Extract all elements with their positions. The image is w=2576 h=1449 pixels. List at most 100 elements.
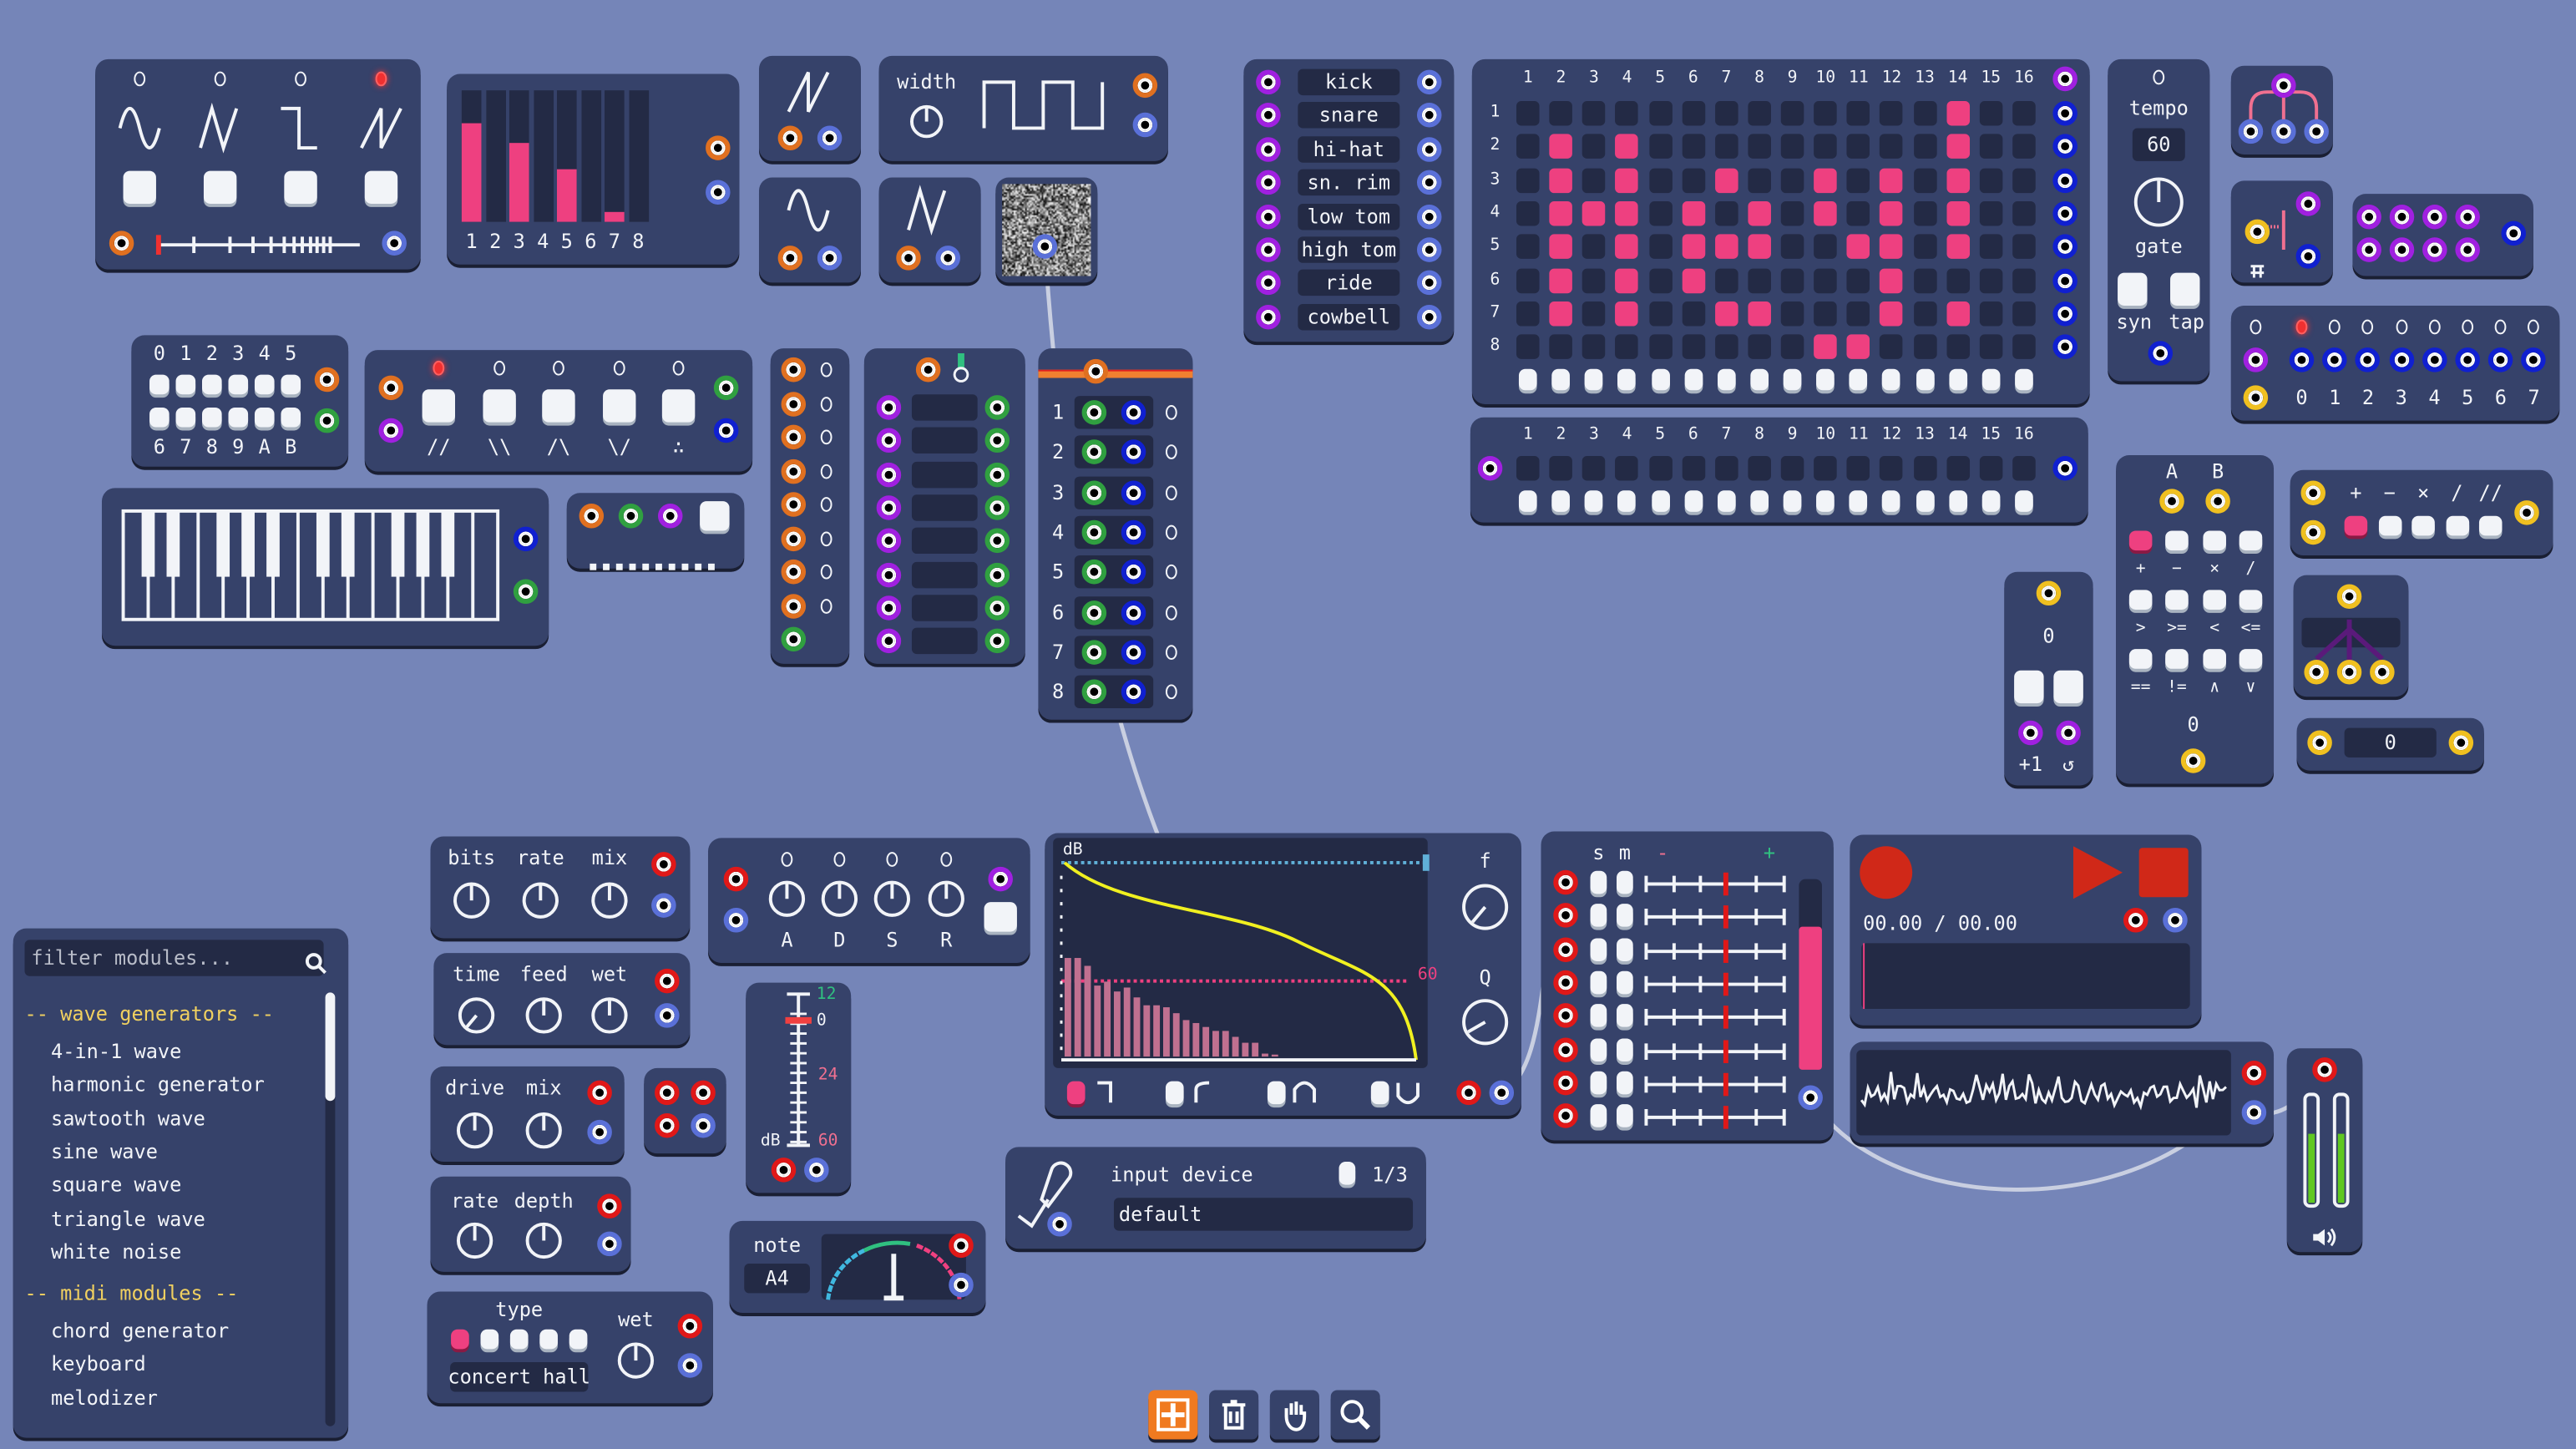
- row-trigger-output-jack[interactable]: [2052, 101, 2078, 126]
- step-cell[interactable]: [1714, 334, 1738, 360]
- midi-output-jack[interactable]: [984, 395, 1010, 420]
- operator-button[interactable]: [2165, 530, 2189, 551]
- operator-button[interactable]: [2203, 590, 2226, 610]
- harmonic-slider[interactable]: [556, 90, 577, 222]
- trigger-input-jack[interactable]: [2422, 204, 2447, 230]
- gate-input-jack[interactable]: [876, 428, 902, 453]
- midi-jack[interactable]: [781, 424, 807, 450]
- step-cell-active[interactable]: [1880, 167, 1904, 193]
- drum-audio-output-jack[interactable]: [1416, 237, 1442, 262]
- solo-button[interactable]: [1590, 970, 1607, 995]
- arp-mode-button[interactable]: [661, 389, 696, 423]
- result-output-jack[interactable]: [2514, 500, 2539, 525]
- channel-input-jack[interactable]: [1553, 903, 1578, 929]
- audio-input-jack[interactable]: [587, 1080, 612, 1106]
- operator-button[interactable]: [2445, 515, 2469, 536]
- step-cell[interactable]: [1847, 101, 1870, 126]
- step-trigger-output-jack[interactable]: [2422, 347, 2447, 372]
- step-cell-active[interactable]: [1748, 200, 1771, 226]
- add-module-tool-button[interactable]: [1148, 1390, 1198, 1440]
- wave-select-button[interactable]: [123, 170, 156, 204]
- step-trigger-output-jack[interactable]: [2455, 347, 2480, 372]
- step-cell[interactable]: [1847, 134, 1870, 160]
- gate-input-jack[interactable]: [876, 494, 902, 520]
- step-button[interactable]: [1948, 490, 1967, 512]
- audio-input-jack[interactable]: [655, 1112, 680, 1138]
- step-cell-active[interactable]: [1549, 301, 1573, 327]
- gate-input-jack[interactable]: [876, 462, 902, 487]
- step-trigger-output-jack[interactable]: [2289, 347, 2315, 372]
- midi-input-jack[interactable]: [1083, 358, 1109, 384]
- channel-input-jack[interactable]: [1553, 1003, 1578, 1029]
- harmonic-slider[interactable]: [628, 90, 649, 222]
- reset-input-jack[interactable]: [2056, 720, 2081, 746]
- step-cell-active[interactable]: [1814, 200, 1837, 226]
- trigger-button[interactable]: [700, 501, 730, 531]
- adsr-knob[interactable]: [768, 880, 806, 917]
- drum-trigger-input-jack[interactable]: [1256, 237, 1281, 262]
- play-button[interactable]: [2072, 846, 2123, 899]
- step-cell[interactable]: [2012, 134, 2036, 160]
- operator-button[interactable]: [2344, 515, 2368, 536]
- chord-toggle[interactable]: [228, 374, 249, 395]
- step-cell-active[interactable]: [1946, 234, 1970, 260]
- solo-button[interactable]: [1590, 1071, 1607, 1094]
- trigger-output-jack[interactable]: [2501, 220, 2527, 246]
- harmonic-slider[interactable]: [461, 90, 482, 222]
- value-output-jack[interactable]: [2304, 659, 2329, 685]
- step-column-button[interactable]: [1882, 368, 1901, 391]
- chord-toggle[interactable]: [175, 407, 196, 428]
- step-cell[interactable]: [1516, 455, 1540, 481]
- midi-output-jack[interactable]: [984, 494, 1010, 520]
- delay-knob[interactable]: [591, 997, 628, 1034]
- step-cell[interactable]: [1516, 134, 1540, 160]
- step-cell[interactable]: [1516, 267, 1540, 293]
- step-cell-active[interactable]: [1549, 134, 1573, 160]
- step-cell[interactable]: [1582, 234, 1606, 260]
- reverb-type-button[interactable]: [509, 1329, 529, 1350]
- channel-midi-jack[interactable]: [1081, 600, 1107, 625]
- step-column-button[interactable]: [1850, 368, 1868, 391]
- step-cell-active[interactable]: [1582, 200, 1606, 226]
- midi-output-jack[interactable]: [984, 428, 1010, 453]
- step-cell-active[interactable]: [1714, 167, 1738, 193]
- filter-type-button[interactable]: [1066, 1081, 1086, 1105]
- increment-button[interactable]: [2014, 670, 2044, 704]
- audio-output-jack[interactable]: [1489, 1080, 1515, 1106]
- step-cell[interactable]: [2012, 200, 2036, 226]
- trigger-input-jack[interactable]: [2422, 237, 2447, 262]
- step-cell[interactable]: [1780, 455, 1804, 481]
- trigger-output-jack[interactable]: [513, 526, 539, 552]
- operator-button[interactable]: [2239, 649, 2263, 669]
- step-cell-active[interactable]: [1682, 267, 1705, 293]
- operator-button[interactable]: [2128, 590, 2153, 610]
- audio-input-jack[interactable]: [723, 866, 749, 892]
- audio-input-jack[interactable]: [2123, 908, 2148, 933]
- gate-slot[interactable]: [911, 627, 978, 655]
- audio-input-jack[interactable]: [2241, 1061, 2267, 1086]
- scrollbar-track[interactable]: [325, 992, 336, 1426]
- midi-output-jack[interactable]: [984, 462, 1010, 487]
- chord-toggle[interactable]: [254, 407, 275, 428]
- value-output-jack[interactable]: [2448, 730, 2474, 756]
- step-cell-active[interactable]: [1615, 301, 1639, 327]
- step-cell[interactable]: [1847, 455, 1870, 481]
- chord-toggle[interactable]: [175, 374, 196, 395]
- step-cell[interactable]: [1979, 101, 2003, 126]
- step-button[interactable]: [1518, 490, 1537, 512]
- operator-button[interactable]: [2239, 530, 2263, 551]
- midi-jack[interactable]: [781, 525, 807, 551]
- arp-mode-button[interactable]: [603, 389, 636, 423]
- step-cell[interactable]: [1913, 334, 1936, 360]
- drum-trigger-input-jack[interactable]: [1256, 136, 1281, 162]
- step-cell[interactable]: [2012, 267, 2036, 293]
- step-cell-active[interactable]: [1946, 200, 1970, 226]
- step-cell[interactable]: [1748, 267, 1771, 293]
- gate-input-jack[interactable]: [988, 866, 1013, 892]
- step-cell[interactable]: [2012, 101, 2036, 126]
- channel-midi-jack[interactable]: [1081, 439, 1107, 465]
- step-cell-active[interactable]: [1615, 267, 1639, 293]
- increment-input-jack[interactable]: [2018, 720, 2043, 746]
- trigger-input-jack[interactable]: [2356, 237, 2381, 262]
